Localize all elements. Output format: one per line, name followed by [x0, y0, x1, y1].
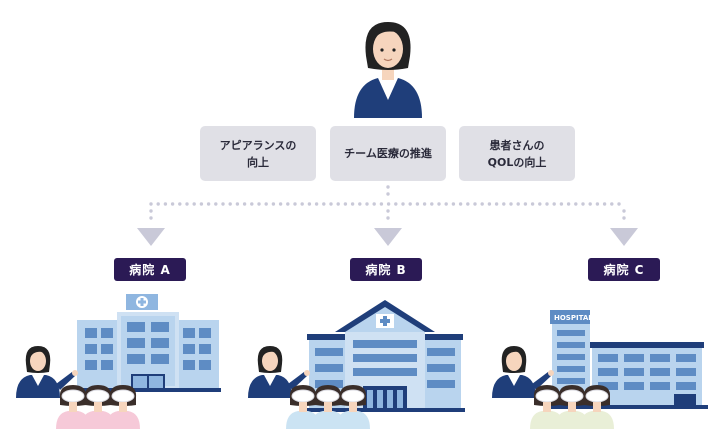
value-label-qol: 患者さんの QOLの向上 — [487, 138, 547, 169]
value-label-team-medicine: チーム医療の推進 — [344, 147, 432, 160]
nurse-icon — [555, 385, 589, 429]
doctor-icon — [248, 346, 310, 398]
hospital-a-label: 病院 A — [114, 258, 186, 281]
down-arrow-icon — [137, 228, 165, 246]
hospital-c-label: 病院 C — [588, 258, 660, 281]
value-box-appearance: アピアランスの 向上 — [200, 126, 316, 181]
connector-dots — [149, 185, 626, 220]
hospital-a-building-icon — [75, 294, 221, 392]
nurse-icon — [530, 385, 564, 429]
hospital-b-label: 病院 B — [350, 258, 422, 281]
value-box-qol: 患者さんの QOLの向上 — [459, 126, 575, 181]
down-arrow-icon — [374, 228, 402, 246]
hospital-c-label-text: 病院 C — [603, 263, 645, 277]
down-arrow-icon — [610, 228, 638, 246]
value-box-team-medicine: チーム医療の推進 — [330, 126, 446, 181]
doctor-icon — [492, 346, 554, 398]
doctor-icon — [16, 346, 78, 398]
nurse-icon — [106, 385, 140, 429]
hospital-c-sign: HOSPITAL — [554, 314, 593, 322]
hospital-a-label-text: 病院 A — [129, 263, 171, 277]
nurse-icon — [336, 385, 370, 429]
nurse-icon — [580, 385, 614, 429]
value-label-appearance: アピアランスの 向上 — [219, 138, 297, 169]
hospital-b-label-text: 病院 B — [365, 263, 407, 277]
lead-person-icon — [354, 22, 422, 118]
